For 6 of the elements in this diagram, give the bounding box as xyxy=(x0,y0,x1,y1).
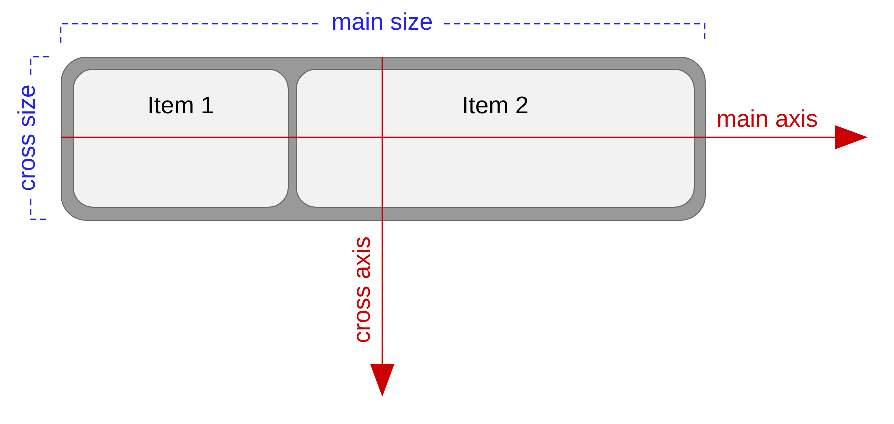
dimension-label: main size xyxy=(333,12,432,30)
dimension-label: cross size xyxy=(18,86,36,190)
item-box: Item 1 xyxy=(73,69,289,208)
axis-label: main axis xyxy=(718,110,818,128)
axis-label: cross axis xyxy=(352,238,370,342)
item-box: Item 2 xyxy=(296,69,695,208)
